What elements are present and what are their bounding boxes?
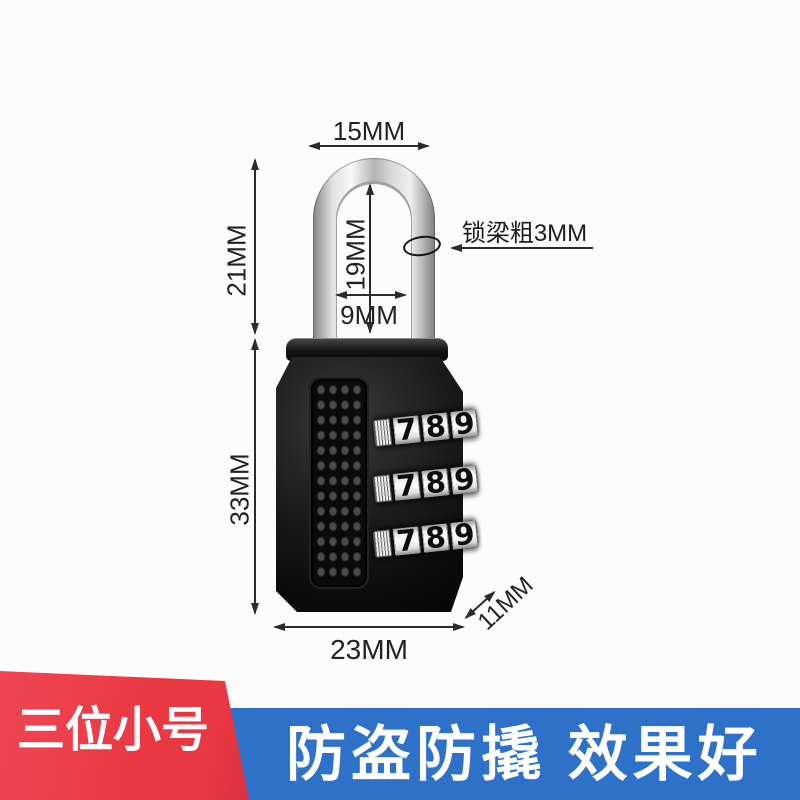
dial-digit: 9 (450, 462, 479, 497)
dim-shackle-width-label: 15MM (332, 116, 406, 146)
dim-body-depth-label: 11MM (472, 571, 539, 636)
dim-body-width-label: 23MM (330, 634, 408, 665)
size-badge: 三位小号 (0, 671, 249, 800)
dial-digit: 7 (392, 412, 422, 448)
dial-digit: 8 (421, 520, 451, 555)
dim-shackle-height-label: 21MM (221, 224, 252, 297)
dim-shackle-height-arrow (251, 158, 259, 335)
dial-digit: 8 (421, 465, 451, 500)
dim-shackle-inner-height-arrow (366, 183, 374, 334)
dial-knurl-edge (372, 529, 393, 558)
dim-shackle-inner-width-label: 9MM (340, 300, 398, 330)
grip-texture-panel (309, 377, 369, 589)
dial-digit: 7 (392, 468, 422, 504)
dim-shackle-width-arrow (308, 142, 430, 150)
shackle-inner-gap (336, 181, 412, 342)
dial-digit: 9 (450, 517, 479, 552)
dim-body-height-label: 33MM (224, 453, 255, 526)
dim-shackle-inner-width-arrow (335, 291, 407, 299)
lock-cap (286, 338, 448, 361)
dial-digit: 8 (421, 409, 451, 444)
size-badge-text: 三位小号 (16, 704, 209, 757)
shackle-thickness-label: 锁梁粗3MM (461, 220, 588, 247)
dial-digit: 7 (392, 523, 422, 559)
shackle-thickness-arrow (450, 244, 593, 252)
dim-body-height-arrow (251, 338, 259, 615)
dial-knurl-edge (372, 418, 393, 447)
slogan-text: 防盗防撬 效果好 (286, 721, 763, 788)
dim-body-width-arrow (273, 623, 465, 631)
dial-knurl-edge (372, 474, 393, 503)
grip-texture-bumps (315, 384, 363, 582)
dial-digit: 9 (450, 406, 479, 441)
